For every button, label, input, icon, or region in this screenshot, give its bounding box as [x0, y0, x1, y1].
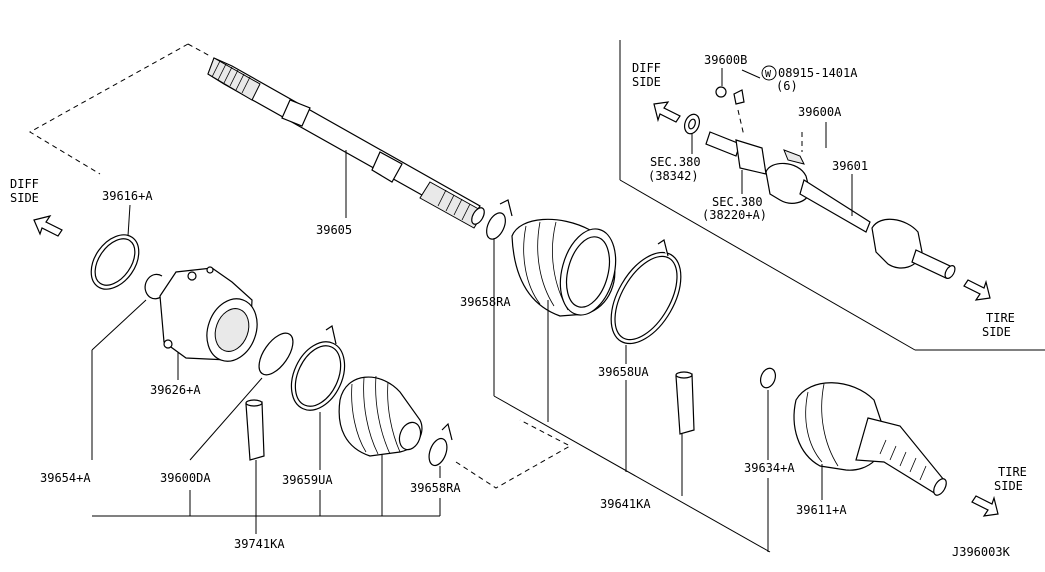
- label-39658ra-top: 39658RA: [460, 295, 511, 309]
- label-sec380-b-ref: (38220+A): [702, 208, 767, 222]
- shaft-39605: [207, 57, 485, 229]
- grease-tube-left: [245, 399, 265, 461]
- arrow-tire-side-inset: [963, 279, 991, 301]
- label-39654a: 39654+A: [40, 471, 91, 485]
- bracket-39741ka: [92, 490, 441, 534]
- label-39611a: 39611+A: [796, 503, 847, 517]
- clamp-39658ra-top: [486, 199, 513, 240]
- arrow-tire-side-main: [971, 495, 999, 517]
- label-tire-side-inset-1: TIRE: [986, 311, 1015, 325]
- label-39600b: 39600B: [704, 53, 747, 67]
- snapring-39634a: [759, 367, 777, 389]
- label-39641ka: 39641KA: [600, 497, 651, 511]
- label-diff-side-left-2: SIDE: [10, 191, 39, 205]
- diagram-id: J396003K: [952, 545, 1011, 559]
- label-39600a: 39600A: [798, 105, 842, 119]
- ring-39616a: [90, 234, 140, 290]
- label-39605: 39605: [316, 223, 352, 237]
- label-sec380-b: SEC.380: [712, 195, 763, 209]
- grease-tube-right: [675, 371, 695, 435]
- dashed-leader-shaft: [29, 43, 211, 175]
- band-39659ua: [290, 325, 346, 411]
- label-washer-symbol: W: [765, 69, 772, 80]
- label-sec380-a-ref: (38342): [648, 169, 699, 183]
- label-sec380-a: SEC.380: [650, 155, 701, 169]
- snapring-39600da: [258, 332, 294, 376]
- boot-left: [338, 375, 423, 457]
- label-tire-side-inset-2: SIDE: [982, 325, 1011, 339]
- band-39658ua: [610, 239, 682, 345]
- inset-frame: [619, 40, 1045, 351]
- label-39601: 39601: [832, 159, 868, 173]
- label-39658ra-bottom: 39658RA: [410, 481, 461, 495]
- clamp-39658ra-bottom: [428, 422, 453, 467]
- label-diff-side-inset-2: SIDE: [632, 75, 661, 89]
- label-diff-side-inset-1: DIFF: [632, 61, 661, 75]
- arrow-diff-side-inset: [653, 101, 681, 123]
- washer-symbol-circle: [761, 65, 777, 81]
- label-tire-side-main-1: TIRE: [998, 465, 1027, 479]
- label-diff-side-left-1: DIFF: [10, 177, 39, 191]
- label-qty: (6): [776, 79, 798, 93]
- label-39659ua: 39659UA: [282, 473, 333, 487]
- boot-right: [511, 218, 617, 317]
- label-39600da: 39600DA: [160, 471, 211, 485]
- label-tire-side-main-2: SIDE: [994, 479, 1023, 493]
- arrow-diff-side-left: [33, 215, 63, 237]
- label-39626a: 39626+A: [150, 383, 201, 397]
- label-39741ka: 39741KA: [234, 537, 285, 551]
- label-39634a: 39634+A: [744, 461, 795, 475]
- cv-joint-39611a: [793, 382, 947, 496]
- label-39616a: 39616+A: [102, 189, 153, 203]
- label-08915: 08915-1401A: [778, 66, 858, 80]
- housing-39626a: [159, 266, 258, 362]
- label-39658ua: 39658UA: [598, 365, 649, 379]
- inset-parts: [683, 86, 956, 279]
